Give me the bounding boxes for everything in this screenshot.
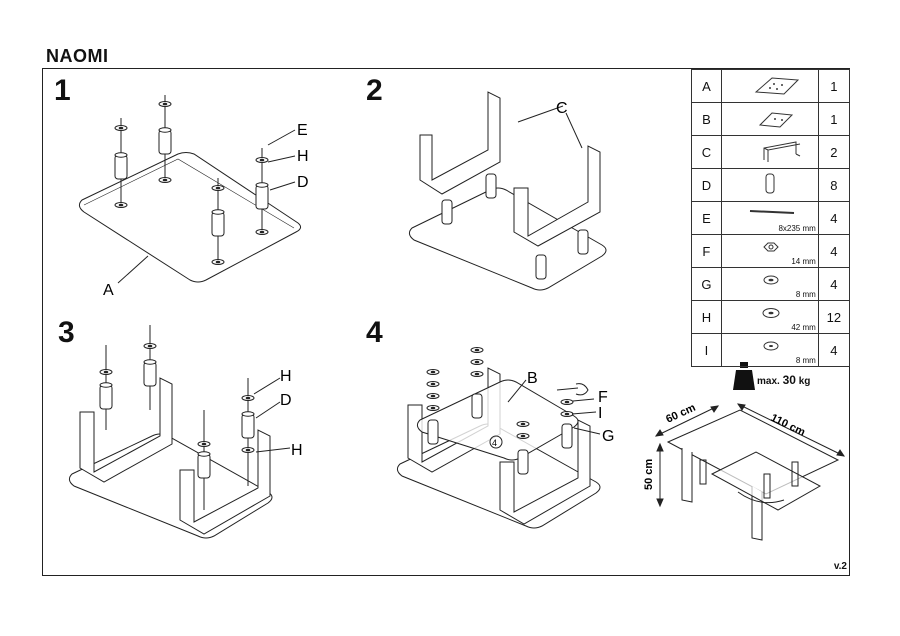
label-g: G [602, 428, 614, 445]
step-number-4: 4 [366, 316, 383, 349]
part-row: E 8x235 mm 4 [691, 201, 851, 235]
part-letter: C [691, 135, 722, 169]
instruction-frame [42, 68, 850, 576]
part-letter: F [691, 234, 722, 268]
part-size: 8 mm [795, 290, 816, 299]
label-d: D [297, 174, 309, 191]
part-qty: 8 [817, 168, 851, 202]
step-3-drawing [68, 325, 291, 539]
glass-shelf-icon [720, 102, 819, 136]
part-qty: 4 [817, 333, 851, 367]
part-size: 14 mm [791, 257, 816, 266]
part-row: A 1 [691, 69, 851, 103]
part-letter: H [691, 300, 722, 334]
label-e: E [297, 122, 308, 139]
part-size: 42 mm [791, 323, 816, 332]
nut-icon: 14 mm [720, 234, 819, 268]
step-2-drawing [408, 91, 607, 291]
part-row: D 8 [691, 168, 851, 202]
part-row: G 8 mm 4 [691, 267, 851, 301]
shelf-number: 4 [492, 438, 497, 448]
label-c: C [556, 100, 568, 117]
part-size: 8 mm [795, 356, 816, 365]
max-load-value: 30 [782, 373, 796, 387]
step-number-3: 3 [58, 316, 75, 349]
height-label: 50 cm [643, 459, 655, 490]
part-size: 8x235 mm [778, 224, 816, 233]
label-i: I [598, 405, 602, 422]
parts-list: A 1 B 1 C 2 D 8 E 8x235 mm 4 F 14 mm 4 G… [691, 69, 851, 367]
washer-icon: 8 mm [720, 267, 819, 301]
label-d: D [280, 392, 292, 409]
label-h: H [297, 148, 309, 165]
part-row: B 1 [691, 102, 851, 136]
label-a: A [103, 282, 114, 299]
part-row: H 42 mm 12 [691, 300, 851, 334]
sleeve-icon [720, 168, 819, 202]
part-qty: 4 [817, 234, 851, 268]
threaded-rod-icon: 8x235 mm [720, 201, 819, 235]
max-load-prefix: max. [757, 376, 780, 387]
label-b: B [527, 370, 538, 387]
small-washer-icon: 8 mm [720, 333, 819, 367]
depth-label: 60 cm [664, 402, 698, 426]
step-4-drawing [396, 347, 601, 529]
part-letter: G [691, 267, 722, 301]
part-qty: 4 [817, 267, 851, 301]
label-f: F [598, 389, 608, 406]
step-number-1: 1 [54, 74, 71, 107]
part-letter: B [691, 102, 722, 136]
part-row: I 8 mm 4 [691, 333, 851, 367]
part-letter: I [691, 333, 722, 367]
part-qty: 2 [817, 135, 851, 169]
part-row: F 14 mm 4 [691, 234, 851, 268]
leg-frame-icon [720, 135, 819, 169]
glass-top-icon [720, 69, 819, 103]
large-washer-icon: 42 mm [720, 300, 819, 334]
part-letter: D [691, 168, 722, 202]
label-h-top: H [280, 368, 292, 385]
max-load-unit: kg [798, 376, 811, 387]
part-qty: 12 [817, 300, 851, 334]
max-load: max. 30 kg [757, 373, 810, 387]
step-1-drawing [78, 95, 302, 284]
part-letter: E [691, 201, 722, 235]
part-qty: 1 [817, 102, 851, 136]
version-label: v.2 [833, 561, 847, 572]
part-row: C 2 [691, 135, 851, 169]
part-qty: 4 [817, 201, 851, 235]
step-number-2: 2 [366, 74, 383, 107]
part-letter: A [691, 69, 722, 103]
dimension-drawing [654, 403, 846, 541]
product-title: NAOMI [46, 46, 109, 66]
label-h-bottom: H [291, 442, 303, 459]
part-qty: 1 [817, 69, 851, 103]
